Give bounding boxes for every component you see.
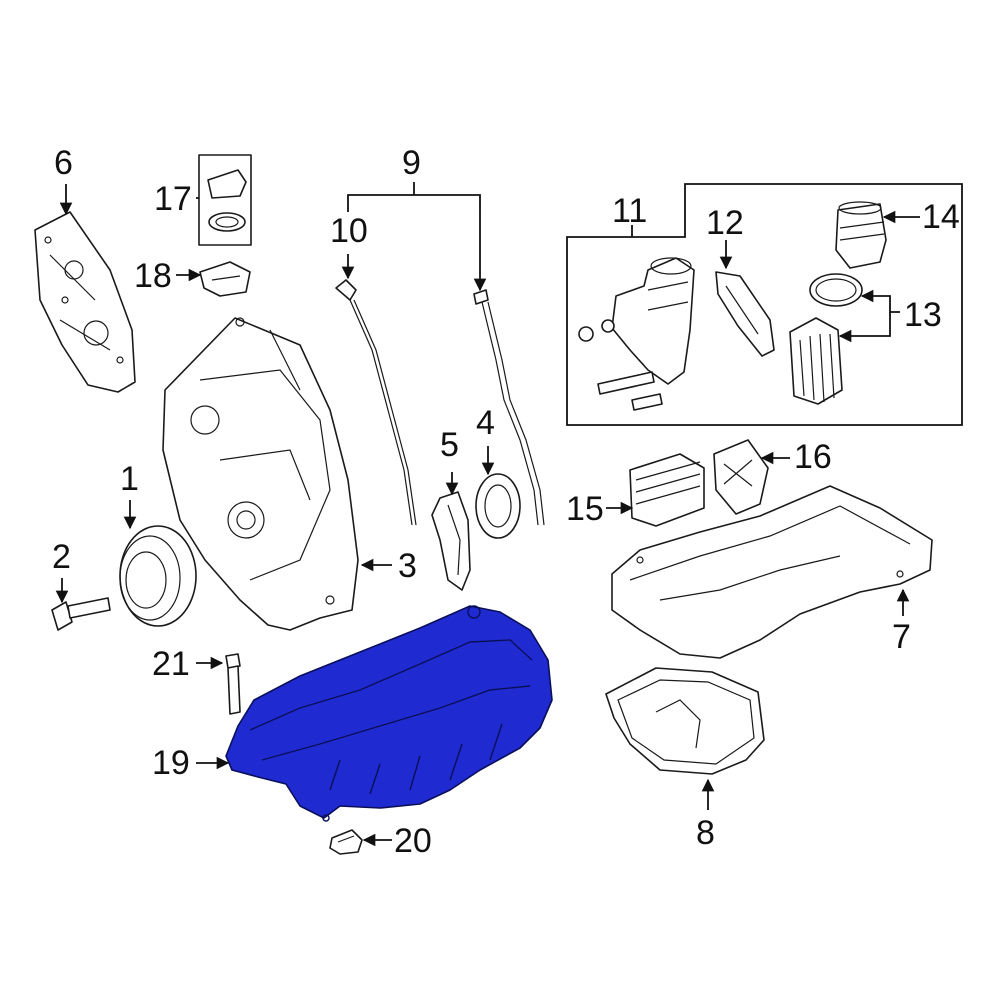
callout-9: 9: [402, 144, 421, 182]
leader-13b: [838, 312, 891, 343]
part-1-pulley[interactable]: [119, 525, 197, 627]
callout-10: 10: [330, 212, 368, 250]
part-14-filter-cap[interactable]: [835, 201, 887, 269]
part-2-bolt[interactable]: [51, 597, 111, 631]
part-4-seal[interactable]: [475, 473, 521, 539]
part-7-upper-oil-pan[interactable]: [611, 485, 933, 659]
part-group-11-14-box: [566, 183, 963, 426]
leader-9-bracket: [347, 194, 481, 212]
callout-16: 16: [794, 438, 832, 476]
callout-17: 17: [154, 180, 192, 218]
part-13-filter-element[interactable]: [789, 273, 863, 405]
callout-5: 5: [440, 426, 459, 464]
part-12-gasket[interactable]: [715, 271, 775, 357]
leader-13a: [860, 289, 900, 313]
part-5-gasket[interactable]: [431, 491, 471, 591]
callout-15: 15: [566, 490, 604, 528]
leader-lines: [55, 182, 920, 847]
callout-3: 3: [398, 547, 417, 585]
callout-21: 21: [152, 645, 190, 683]
part-9-dipstick-tube[interactable]: [473, 289, 545, 526]
callout-20: 20: [394, 822, 432, 860]
part-16-gasket[interactable]: [713, 439, 769, 515]
callout-14: 14: [922, 198, 960, 236]
callout-19: 19: [152, 744, 190, 782]
callout-1: 1: [120, 460, 139, 498]
callout-4: 4: [476, 404, 495, 442]
part-21-bolt[interactable]: [225, 653, 241, 715]
part-11-filter-housing[interactable]: [578, 257, 695, 411]
callout-7: 7: [892, 618, 911, 656]
callout-2: 2: [52, 538, 71, 576]
callout-6: 6: [54, 144, 73, 182]
part-10-dipstick[interactable]: [335, 279, 417, 526]
part-3-timing-cover[interactable]: [162, 317, 359, 631]
callout-18: 18: [134, 257, 172, 295]
callout-13: 13: [904, 296, 942, 334]
part-19-intake-manifold[interactable]: [225, 605, 553, 822]
callout-8: 8: [696, 814, 715, 852]
part-17-filler-cap[interactable]: [198, 154, 252, 246]
callout-12: 12: [706, 204, 744, 242]
callout-11: 11: [612, 192, 648, 230]
part-15-oil-cooler[interactable]: [629, 453, 705, 527]
part-18-bracket[interactable]: [199, 261, 251, 297]
part-8-lower-oil-pan[interactable]: [605, 667, 765, 775]
part-6-cover-plate[interactable]: [34, 211, 136, 393]
part-20-gasket[interactable]: [329, 829, 363, 855]
